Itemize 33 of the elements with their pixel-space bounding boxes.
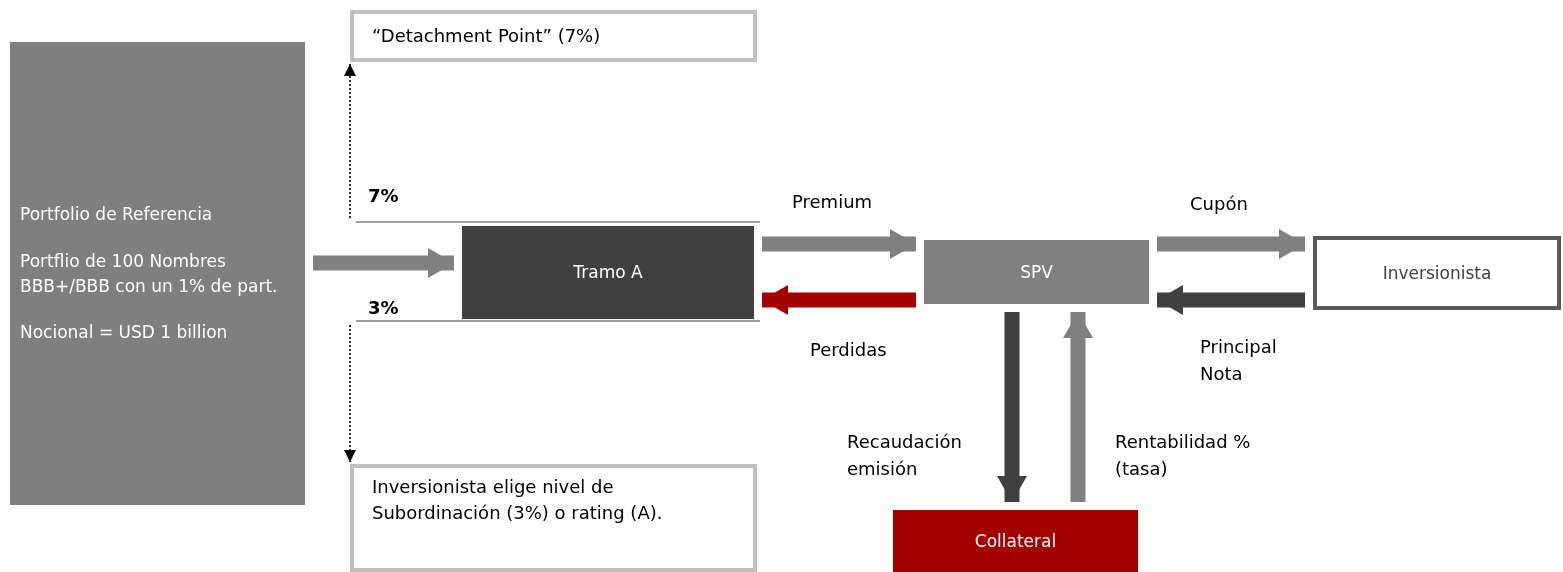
spv-box xyxy=(924,240,1149,304)
block-arrow xyxy=(1063,312,1093,502)
block-arrow xyxy=(1157,229,1305,259)
edge-label: Rentabilidad % (tasa) xyxy=(1115,430,1252,481)
edge-label: Premium xyxy=(792,190,873,214)
block-arrow xyxy=(313,248,454,278)
dotted-arrow xyxy=(344,324,356,463)
dotted-arrow xyxy=(344,63,356,219)
note-box xyxy=(350,464,757,572)
edge-label: Principal Nota xyxy=(1200,335,1278,386)
edge-label: Recaudación emisión xyxy=(847,430,963,481)
edge-label: Perdidas xyxy=(810,338,887,362)
box-text: Portflio de 100 Nombres BBB+/BBB con un 1% de part. xyxy=(20,249,279,298)
portfolio-box xyxy=(10,42,305,505)
box-text: Tramo A xyxy=(573,261,643,285)
percent-label: 7% xyxy=(368,184,399,208)
box-text: Collateral xyxy=(974,529,1057,553)
box-text: SPV xyxy=(1020,260,1053,284)
tranche-box xyxy=(462,226,754,319)
investor-box xyxy=(1313,236,1561,310)
percent-label: 3% xyxy=(368,296,399,320)
box-text: Inversionista elige nivel de Subordinación (3%) o rating (A). xyxy=(372,475,664,526)
block-arrow xyxy=(997,312,1027,502)
box-text: Nocional = USD 1 billion xyxy=(20,321,228,345)
block-arrow xyxy=(762,229,916,259)
box-text: “Detachment Point” (7%) xyxy=(372,23,601,48)
box-heading: Portfolio de Referencia xyxy=(20,203,213,227)
box-text: Inversionista xyxy=(1382,261,1492,285)
block-arrow xyxy=(762,285,916,315)
edge-label: Cupón xyxy=(1190,192,1248,216)
note-box xyxy=(350,10,757,62)
block-arrow xyxy=(1157,285,1305,315)
collateral-box xyxy=(893,510,1138,572)
